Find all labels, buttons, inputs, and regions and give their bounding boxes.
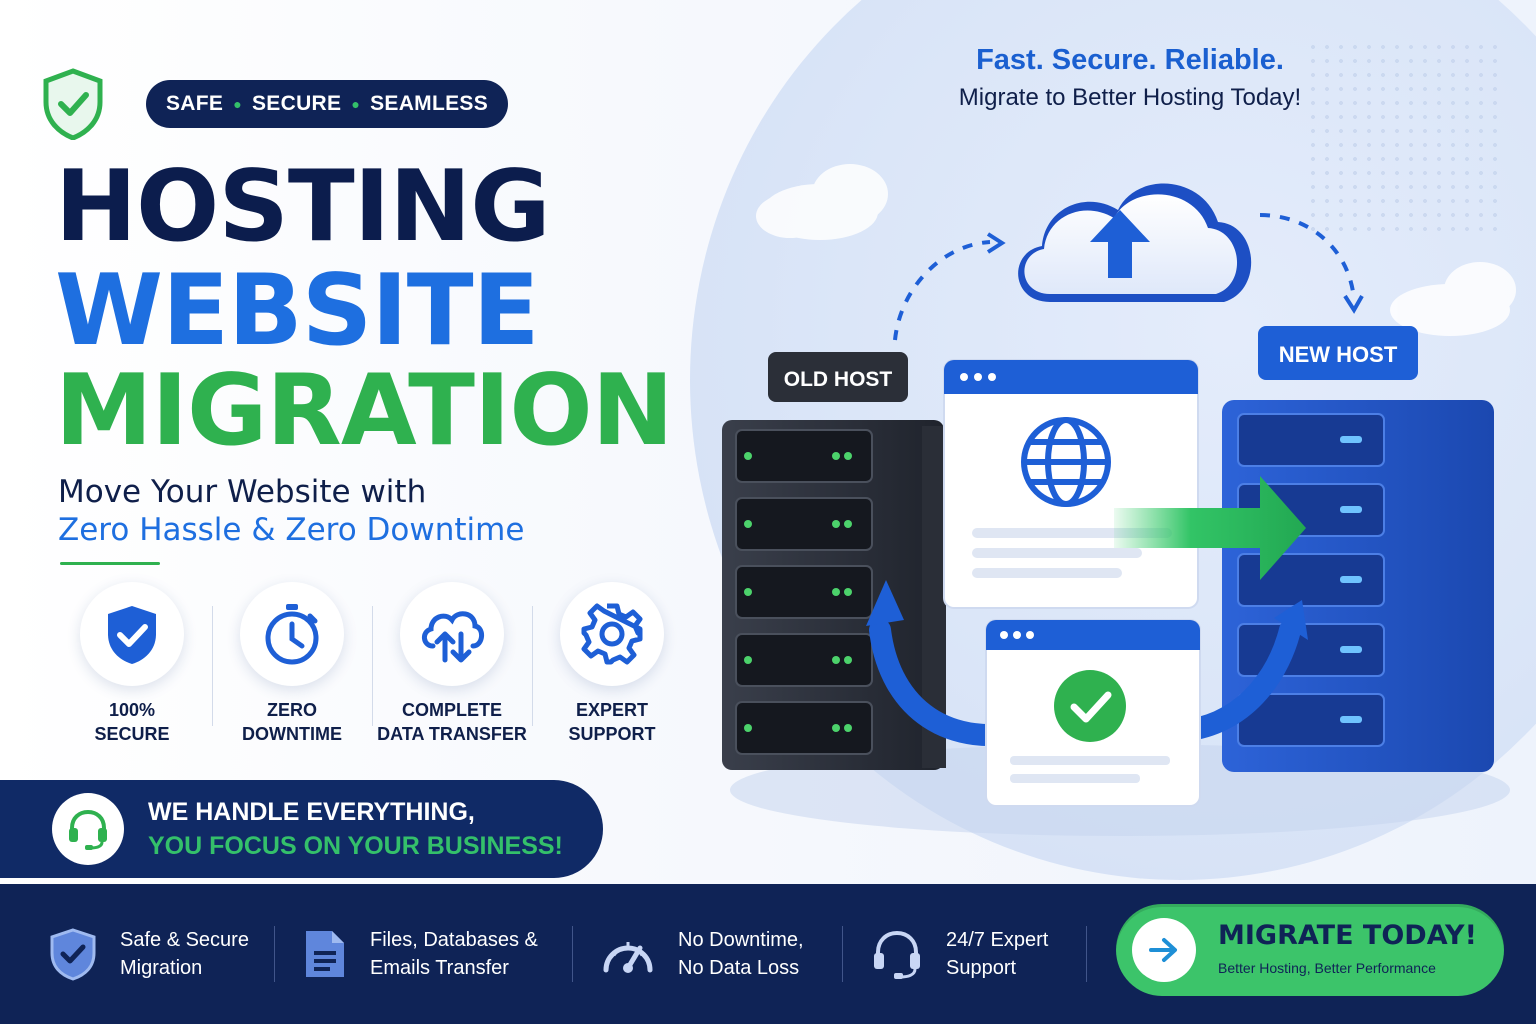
- decorative-cloud: [1390, 262, 1516, 336]
- stopwatch-icon: [265, 604, 319, 665]
- migration-illustration: OLD HOST NEW HOST: [722, 164, 1516, 836]
- footer-bar: Safe & Secure Migration Files, Databases…: [0, 884, 1536, 1024]
- feature-label: EXPERT SUPPORT: [568, 698, 655, 746]
- feature-label-line: ZERO: [266, 700, 317, 720]
- footer-item-line: Safe & Secure: [120, 929, 249, 951]
- shield-check-icon: [108, 606, 156, 664]
- green-transfer-arrow: [1114, 476, 1306, 580]
- title-line-2: WEBSITE: [55, 254, 540, 368]
- feature-icon-circle: [400, 582, 504, 686]
- footer-divider: [572, 926, 573, 982]
- footer-item-line: Migration: [120, 957, 203, 979]
- footer-item-line: Files, Databases &: [370, 929, 538, 951]
- old-host-lights: [744, 452, 852, 732]
- feature-downtime: ZERO DOWNTIME: [212, 582, 372, 752]
- tagline-line-1: Fast. Secure. Reliable.: [976, 44, 1284, 76]
- handle-line-1: WE HANDLE EVERYTHING,: [148, 798, 475, 826]
- handle-banner: WE HANDLE EVERYTHING, YOU FOCUS ON YOUR …: [0, 780, 603, 878]
- migrate-today-button[interactable]: MIGRATE TODAY! Better Hosting, Better Pe…: [1116, 904, 1504, 996]
- feature-icon-circle: [240, 582, 344, 686]
- feature-list: 100% SECURE ZERO DOWNTIME: [52, 582, 692, 752]
- old-host-label-text: OLD HOST: [784, 368, 893, 391]
- speedometer-icon: [603, 942, 653, 973]
- feature-data-transfer: COMPLETE DATA TRANSFER: [372, 582, 532, 752]
- footer-item-support: 24/7 Expert Support: [870, 914, 1048, 994]
- check-circle-icon: [1054, 670, 1126, 742]
- gear-icon: [581, 603, 643, 665]
- badge-secure: SECURE: [251, 92, 342, 115]
- headset-icon: [874, 930, 920, 979]
- cta-title: MIGRATE TODAY!: [1218, 920, 1477, 951]
- shield-check-icon: [43, 68, 103, 140]
- feature-icon-circle: [80, 582, 184, 686]
- feature-label-line: EXPERT: [575, 700, 648, 720]
- handle-line-2: YOU FOCUS ON YOUR BUSINESS!: [148, 832, 563, 860]
- subtitle-line-2: Zero Hassle & Zero Downtime: [58, 512, 525, 548]
- document-icon: [306, 931, 344, 977]
- arrow-right-icon: [1149, 938, 1177, 962]
- feature-label-line: SECURE: [94, 724, 170, 744]
- feature-label: 100% SECURE: [94, 698, 169, 746]
- old-host-label: [768, 352, 908, 402]
- website-window: [943, 359, 1199, 609]
- footer-item-no-downtime: No Downtime, No Data Loss: [600, 914, 804, 994]
- success-window: [985, 619, 1201, 807]
- decorative-cloud: [756, 164, 888, 240]
- headset-icon: [69, 809, 107, 850]
- feature-label-line: 100%: [108, 700, 156, 720]
- tagline-line-2: Migrate to Better Hosting Today!: [958, 84, 1302, 111]
- badge-dot: ●: [351, 96, 361, 112]
- footer-item-text: Files, Databases & Emails Transfer: [370, 926, 538, 982]
- new-host-lights: [1340, 436, 1362, 723]
- footer-item-line: 24/7 Expert: [946, 929, 1049, 951]
- feature-icon-circle: [560, 582, 664, 686]
- headset-icon-circle: [52, 793, 124, 865]
- feature-secure: 100% SECURE: [52, 582, 212, 752]
- feature-label-line: DATA TRANSFER: [377, 724, 527, 744]
- footer-divider: [1086, 926, 1087, 982]
- footer-item-line: Support: [946, 957, 1017, 979]
- title-line-1: HOSTING: [55, 150, 551, 264]
- old-host-units: [735, 429, 873, 755]
- cta-subtitle: Better Hosting, Better Performance: [1218, 960, 1436, 976]
- globe-icon: [1021, 417, 1111, 507]
- shield-check-icon: [50, 928, 96, 981]
- title-line-3: MIGRATION: [55, 354, 674, 468]
- feature-label-line: COMPLETE: [401, 700, 502, 720]
- upload-cloud-icon: [1018, 183, 1252, 302]
- feature-label-line: DOWNTIME: [242, 724, 342, 744]
- footer-item-text: Safe & Secure Migration: [120, 926, 249, 982]
- arrow-circle: [1132, 918, 1196, 982]
- footer-item-text: No Downtime, No Data Loss: [678, 926, 804, 982]
- cloud-transfer-icon: [422, 611, 484, 663]
- footer-divider: [842, 926, 843, 982]
- feature-label: COMPLETE DATA TRANSFER: [377, 698, 527, 746]
- footer-item-safe-migration: Safe & Secure Migration: [48, 914, 249, 994]
- footer-item-files-transfer: Files, Databases & Emails Transfer: [302, 914, 538, 994]
- feature-label-line: SUPPORT: [568, 724, 656, 744]
- footer-item-text: 24/7 Expert Support: [946, 926, 1048, 982]
- footer-item-line: No Downtime,: [678, 929, 804, 951]
- footer-item-line: Emails Transfer: [370, 957, 509, 979]
- badge-safe: SAFE: [166, 92, 224, 115]
- subtitle-line-1: Move Your Website with: [58, 474, 427, 510]
- feature-expert-support: EXPERT SUPPORT: [532, 582, 692, 752]
- footer-divider: [274, 926, 275, 982]
- badge-dot: ●: [233, 96, 242, 112]
- subtitle-divider: [60, 562, 160, 565]
- badge-seamless: SEAMLESS: [370, 92, 488, 115]
- dot-pattern: [1306, 40, 1506, 240]
- badge-pill: SAFE ● SECURE ● SEAMLESS: [146, 80, 508, 128]
- new-host-label: [1258, 326, 1418, 380]
- feature-label: ZERO DOWNTIME: [242, 698, 342, 746]
- footer-item-line: No Data Loss: [678, 957, 800, 979]
- new-host-label-text: NEW HOST: [1279, 342, 1398, 367]
